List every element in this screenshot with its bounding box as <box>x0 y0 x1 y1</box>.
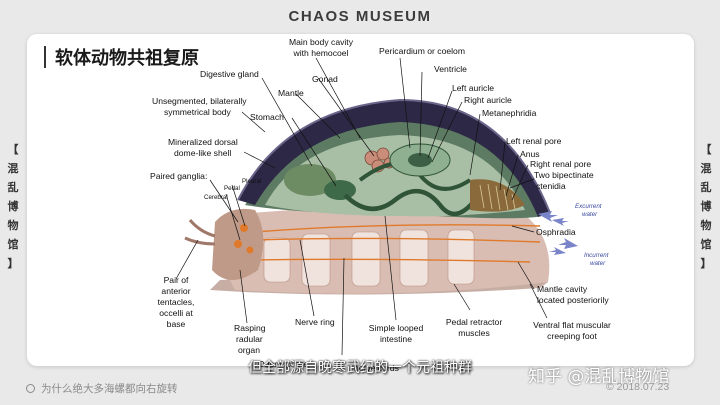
museum-title: CHAOS MUSEUM <box>288 8 432 25</box>
label-simple-looped: Simple looped <box>369 323 424 333</box>
label-odontophore: Odontophore <box>258 359 308 369</box>
label-left-renal-pore: Left renal pore <box>506 136 562 146</box>
label-left-auricle: Left auricle <box>452 83 494 93</box>
label-mineralized-shell: Mineralized dorsal <box>168 137 238 147</box>
label-pleural: Pleural <box>242 178 261 185</box>
label-digestive-gland: Digestive gland <box>200 69 259 79</box>
page-title: 软体动物共祖复原 <box>55 48 199 69</box>
nerve-cords <box>249 224 541 263</box>
svg-text:radular: radular <box>236 334 263 344</box>
svg-text:organ: organ <box>238 345 260 355</box>
label-stomach: Stomach <box>250 112 284 122</box>
label-ventral-flat: Ventral flat muscular <box>533 320 611 330</box>
title-accent-bar <box>44 46 46 68</box>
label-pericardium: Pericardium or coelom <box>379 46 465 56</box>
svg-text:occelli at: occelli at <box>159 308 193 318</box>
label-metanephridia: Metanephridia <box>482 108 537 118</box>
label-mantle-cavity: Mantle cavity <box>537 284 588 294</box>
stomach <box>324 180 356 200</box>
svg-text:anterior: anterior <box>161 286 190 296</box>
label-pedal: Pedal <box>224 185 240 192</box>
zhihu-watermark: 知乎 @混乱博物馆 <box>528 367 670 387</box>
label-incurrent: Incurrent <box>584 252 609 259</box>
excurrent-water-arrow <box>538 211 569 226</box>
svg-text:with hemocoel: with hemocoel <box>293 48 349 58</box>
svg-text:dome-like shell: dome-like shell <box>174 148 231 158</box>
label-excurrent: Excurrent <box>575 203 602 210</box>
svg-text:tentacles,: tentacles, <box>158 297 195 307</box>
label-mantle: Mantle <box>278 88 304 98</box>
label-ventricle: Ventricle <box>434 64 467 74</box>
paired-ganglia <box>234 224 254 254</box>
label-right-renal-pore: Right renal pore <box>530 159 591 169</box>
label-pedal-retractor: Pedal retractor <box>446 317 503 327</box>
label-cerebral: Cerebral <box>204 194 228 201</box>
anterior-tentacles <box>184 219 216 246</box>
label-anterior-tentacles: Pair of <box>164 275 189 285</box>
video-subtitle: 但全部源自晚寒武纪的一个元祖种群 <box>248 360 472 376</box>
side-tag-left: 【混乱博物馆】 <box>7 143 19 270</box>
label-right-auricle: Right auricle <box>464 95 512 105</box>
svg-text:water: water <box>582 211 598 218</box>
ventricle <box>408 153 432 167</box>
label-osphradia: Osphradia <box>536 227 576 237</box>
footer-date: © 2018.07.23 <box>606 381 670 393</box>
label-nerve-ring: Nerve ring <box>295 317 335 327</box>
svg-text:ctenidia: ctenidia <box>536 181 566 191</box>
label-two-bipectinate: Two bipectinate <box>534 170 594 180</box>
label-nerve-cords: nerve cords <box>354 363 399 373</box>
digestive-gland <box>284 164 336 196</box>
svg-text:muscles: muscles <box>458 328 490 338</box>
svg-text:water: water <box>590 260 606 267</box>
footer-series-title: 为什么绝大多海螺都向右旋转 <box>26 381 178 396</box>
incurrent-water-arrow <box>549 238 578 255</box>
side-tag-right: 【混乱博物馆】 <box>700 143 712 270</box>
label-anus: Anus <box>520 149 540 159</box>
shell-dome <box>238 100 550 217</box>
label-paired-ganglia: Paired ganglia: <box>150 171 207 181</box>
svg-text:creeping foot: creeping foot <box>547 331 597 341</box>
svg-text:base: base <box>167 319 186 329</box>
label-rasping-organ: Rasping <box>234 323 266 333</box>
svg-text:intestine: intestine <box>380 334 412 344</box>
svg-text:symmetrical body: symmetrical body <box>164 107 232 117</box>
label-gonad: Gonad <box>312 74 338 84</box>
circle-icon <box>26 384 35 393</box>
label-unsegmented-body: Unsegmented, bilaterally <box>152 96 247 106</box>
label-main-body-cavity: Main body cavity <box>289 37 354 47</box>
svg-text:located posteriorily: located posteriorily <box>537 295 609 305</box>
